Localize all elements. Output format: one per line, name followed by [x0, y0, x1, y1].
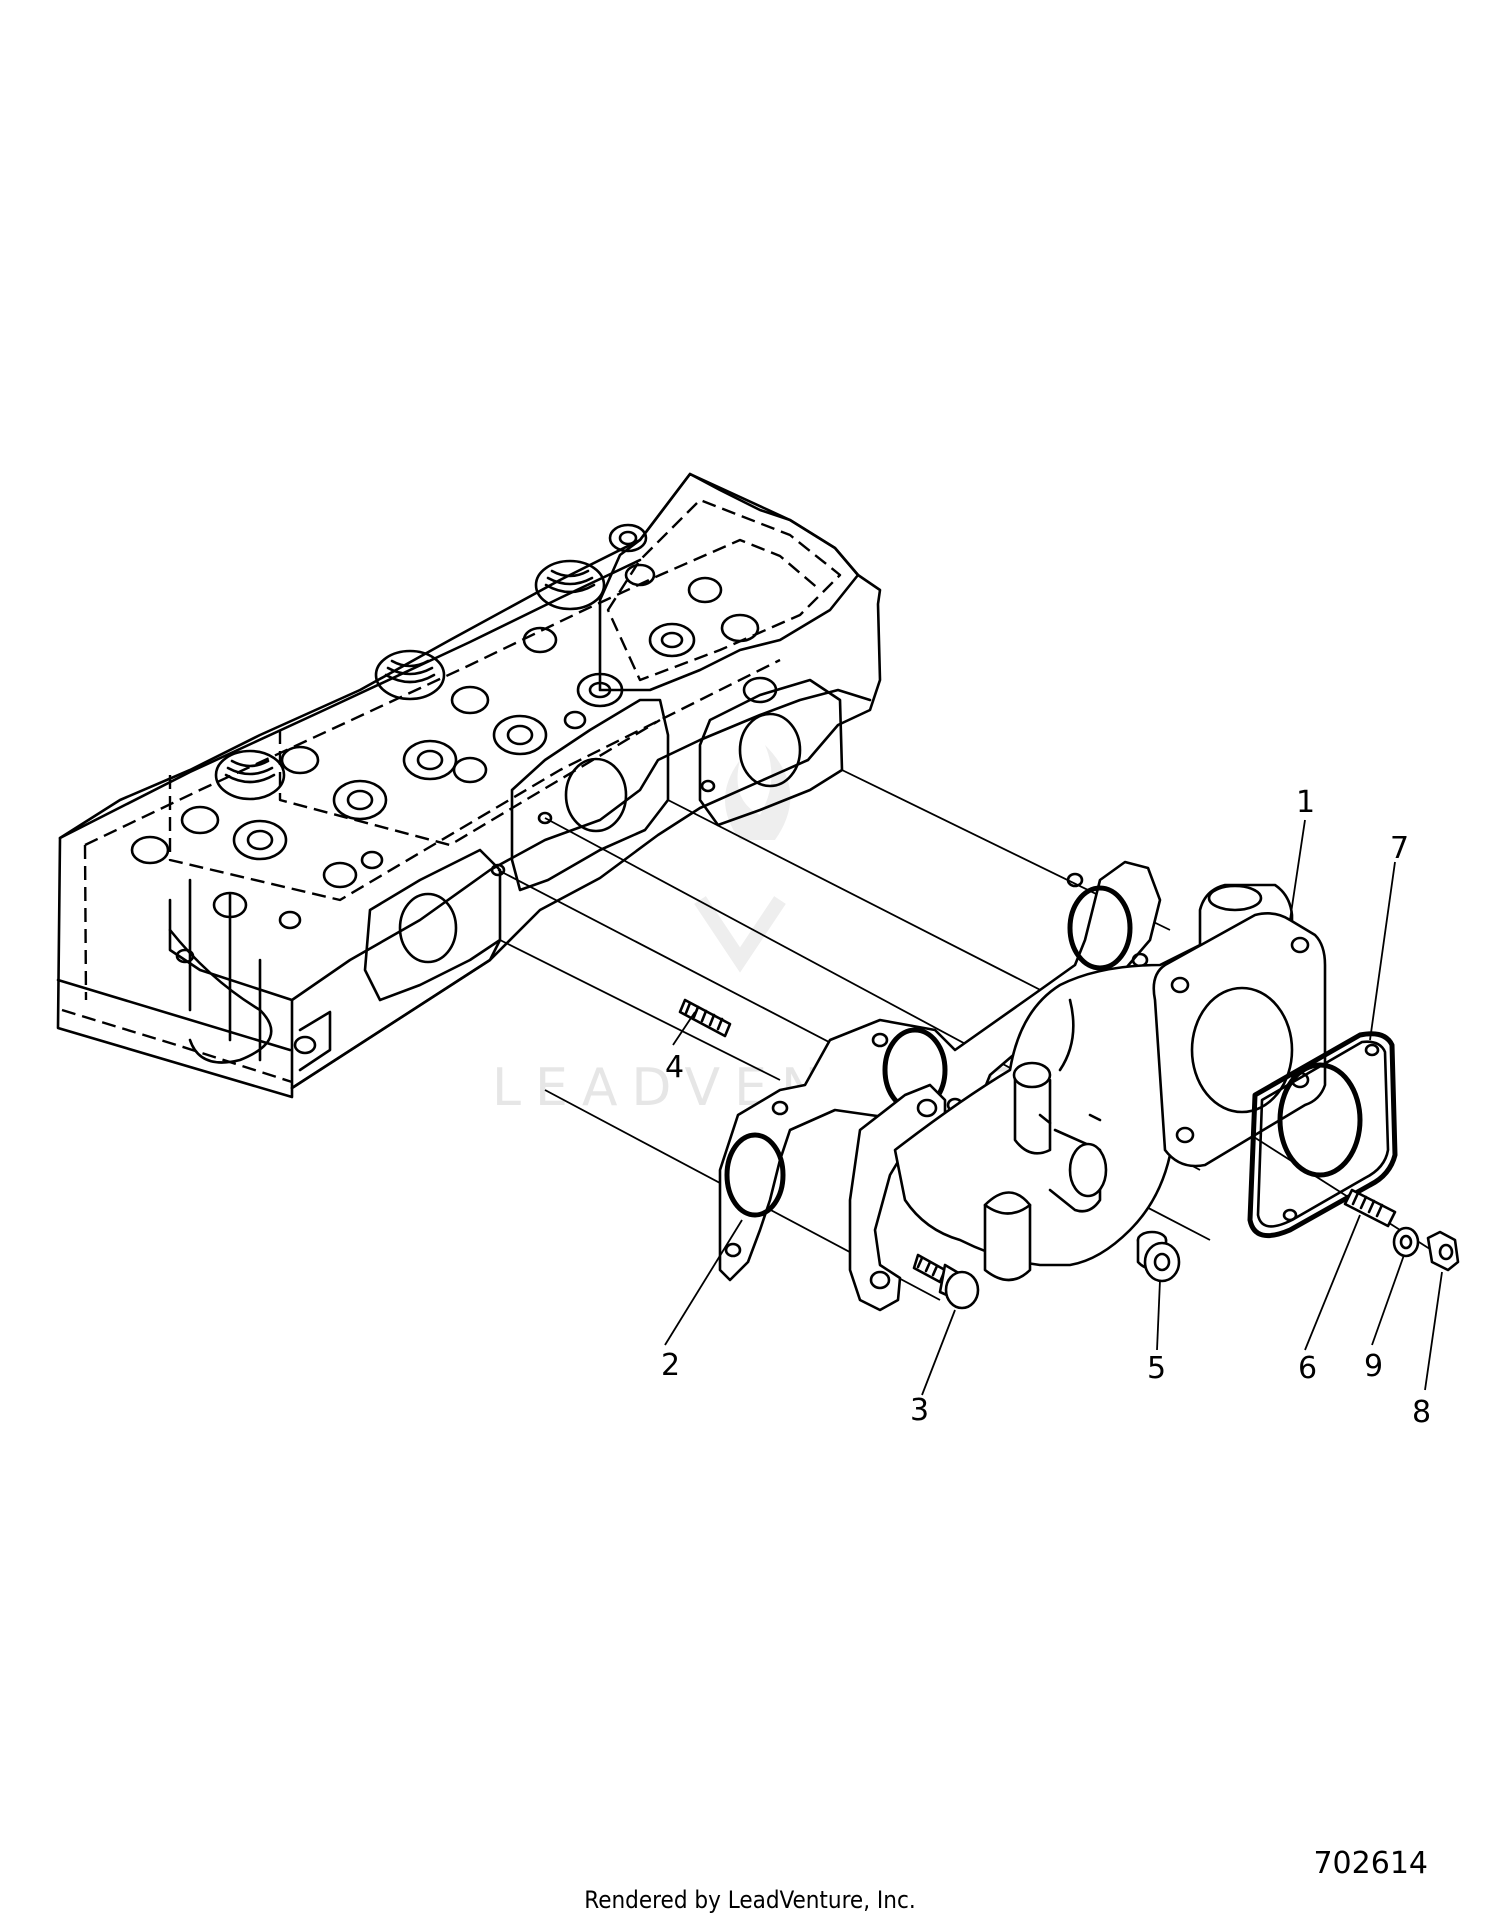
document-number: 702614: [1313, 1846, 1428, 1881]
flange-nut-5: [1136, 1230, 1181, 1283]
callout-6: 6: [1298, 1351, 1317, 1386]
callout-1: 1: [1296, 785, 1315, 820]
exhaust-manifold: [848, 883, 1327, 1312]
stud-4: [678, 998, 732, 1038]
callout-7: 7: [1390, 831, 1409, 866]
head-bolt-holes: [130, 523, 778, 1055]
callout-labels: 1 2 3 4 5 6 7 8 9: [661, 785, 1431, 1430]
callout-9: 9: [1364, 1349, 1383, 1384]
flange-bolt-3: [912, 1253, 980, 1310]
nut-8: [1426, 1230, 1460, 1272]
callout-leaders: [664, 819, 1443, 1396]
stud-6: [1343, 1188, 1397, 1228]
injector-ports: [214, 559, 606, 801]
callout-2: 2: [661, 1348, 680, 1383]
washer-9: [1392, 1226, 1420, 1258]
callout-3: 3: [910, 1393, 929, 1428]
footer-credit: Rendered by LeadVenture, Inc.: [584, 1886, 916, 1914]
outlet-gasket: [1247, 1031, 1398, 1239]
callout-4: 4: [665, 1050, 684, 1085]
callout-8: 8: [1412, 1395, 1431, 1430]
callout-5: 5: [1147, 1351, 1166, 1386]
